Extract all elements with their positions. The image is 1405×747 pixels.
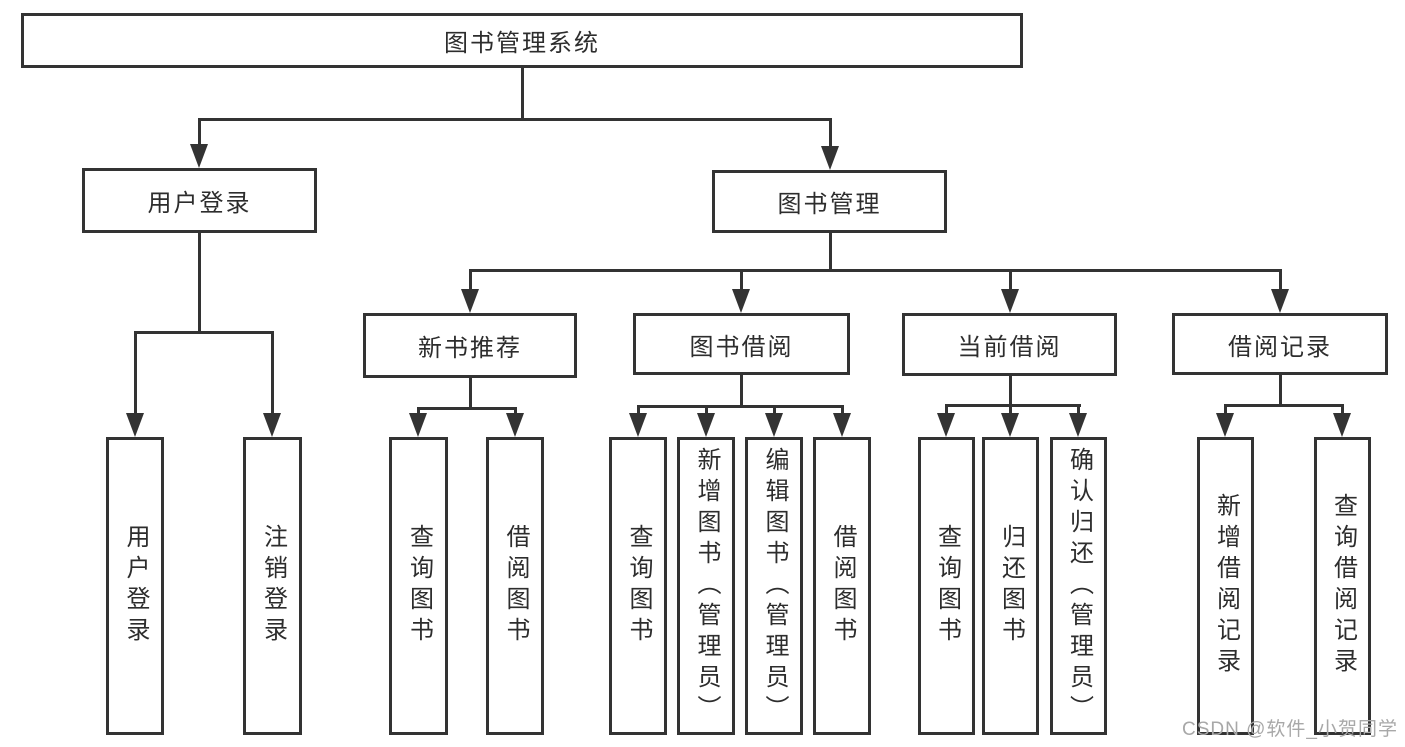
node-book-borrow: 图书借阅 (633, 313, 850, 375)
arrow-down-current-borrow (1001, 289, 1019, 313)
leaf-confirm-return-admin-label: 确认归还（管理员） (1065, 446, 1093, 726)
connector-stem-user-login (198, 118, 201, 146)
arrow-down-leaf-logout (263, 413, 281, 437)
leaf-edit-book-admin-label: 编辑图书（管理员） (761, 446, 788, 726)
connector-group3-bar (945, 404, 1081, 407)
connector-group2-stem-2 (705, 405, 708, 415)
connector-stem-book-mgmt (829, 118, 832, 148)
leaf-borrow-books-1-label: 借阅图书 (502, 524, 529, 648)
node-book-management: 图书管理 (712, 170, 947, 233)
node-user-login-label: 用户登录 (147, 190, 252, 217)
leaf-borrow-books-2-label: 借阅图书 (829, 524, 856, 648)
leaf-user-login: 用户登录 (106, 437, 164, 735)
leaf-query-books-2: 查询图书 (609, 437, 667, 735)
connector-stem-borrow-records (1279, 269, 1282, 291)
connector-stem-leaf-logout (271, 331, 274, 415)
leaf-query-books-1: 查询图书 (389, 437, 448, 735)
connector-group3-stem-1 (945, 404, 948, 415)
leaf-borrow-books-1: 借阅图书 (486, 437, 544, 735)
arrow-down-new-book (461, 289, 479, 313)
connector-group1-stem-1 (417, 407, 420, 415)
node-borrow-records: 借阅记录 (1172, 313, 1388, 375)
connector-group4-stem-2 (1341, 404, 1344, 415)
arrow-down-group3-2 (1001, 413, 1019, 437)
arrow-down-user-login (190, 144, 208, 168)
arrow-down-group2-4 (833, 413, 851, 437)
connector-level3-bar (469, 269, 1282, 272)
leaf-confirm-return-admin: 确认归还（管理员） (1050, 437, 1107, 735)
connector-stem-new-book (469, 269, 472, 291)
node-new-book-recommend: 新书推荐 (363, 313, 577, 378)
connector-group1-bar (417, 407, 517, 410)
node-root: 图书管理系统 (21, 13, 1023, 68)
leaf-add-borrow-record: 新增借阅记录 (1197, 437, 1254, 735)
leaf-edit-book-admin: 编辑图书（管理员） (745, 437, 803, 735)
connector-group4-stem (1279, 373, 1282, 407)
connector-group3-stem-2 (1009, 404, 1012, 415)
connector-group1-stem-2 (514, 407, 517, 415)
connector-group2-bar (637, 405, 844, 408)
node-book-borrow-label: 图书借阅 (689, 333, 794, 361)
connector-user-branch-bar (134, 331, 274, 334)
connector-book-branch-stem (829, 231, 832, 271)
connector-group3-stem (1009, 374, 1012, 407)
arrow-down-group1-1 (409, 413, 427, 437)
leaf-query-books-2-label: 查询图书 (625, 524, 652, 648)
arrow-down-book-borrow (732, 289, 750, 313)
connector-root-stem (521, 66, 524, 120)
leaf-query-borrow-record: 查询借阅记录 (1314, 437, 1371, 735)
connector-stem-leaf-user-login (134, 331, 137, 415)
arrow-down-book-mgmt (821, 146, 839, 170)
leaf-add-borrow-record-label: 新增借阅记录 (1212, 493, 1240, 679)
leaf-query-books-1-label: 查询图书 (405, 524, 433, 648)
arrow-down-group2-3 (765, 413, 783, 437)
leaf-add-book-admin: 新增图书（管理员） (677, 437, 735, 735)
connector-group1-stem (469, 376, 472, 410)
connector-group2-stem-4 (841, 405, 844, 415)
connector-stem-book-borrow (740, 269, 743, 291)
arrow-down-group3-3 (1069, 413, 1087, 437)
watermark-text: CSDN @软件_小贺同学 (1182, 719, 1398, 740)
arrow-down-group2-1 (629, 413, 647, 437)
arrow-down-group1-2 (506, 413, 524, 437)
leaf-logout: 注销登录 (243, 437, 302, 735)
connector-group2-stem-1 (637, 405, 640, 415)
connector-level2-bar (198, 118, 832, 121)
connector-stem-current-borrow (1009, 269, 1012, 291)
connector-group4-stem-1 (1224, 404, 1227, 415)
arrow-down-group4-2 (1333, 413, 1351, 437)
arrow-down-group4-1 (1216, 413, 1234, 437)
node-user-login: 用户登录 (82, 168, 317, 233)
leaf-borrow-books-2: 借阅图书 (813, 437, 871, 735)
connector-group2-stem-3 (773, 405, 776, 415)
node-new-book-recommend-label: 新书推荐 (418, 335, 522, 362)
leaf-query-books-3: 查询图书 (918, 437, 975, 735)
node-root-label: 图书管理系统 (444, 30, 600, 57)
leaf-logout-label: 注销登录 (259, 524, 287, 648)
arrow-down-leaf-user-login (126, 413, 144, 437)
connector-group3-stem-3 (1077, 404, 1080, 415)
arrow-down-borrow-records (1271, 289, 1289, 313)
leaf-return-book: 归还图书 (982, 437, 1039, 735)
arrow-down-group2-2 (697, 413, 715, 437)
connector-group4-bar (1224, 404, 1344, 407)
leaf-user-login-label: 用户登录 (122, 524, 149, 648)
connector-group2-stem (740, 373, 743, 408)
node-borrow-records-label: 借阅记录 (1228, 333, 1332, 361)
connector-user-branch-stem (198, 231, 201, 333)
leaf-return-book-label: 归还图书 (997, 524, 1025, 648)
leaf-add-book-admin-label: 新增图书（管理员） (693, 446, 720, 726)
node-current-borrow-label: 当前借阅 (957, 334, 1062, 361)
node-current-borrow: 当前借阅 (902, 313, 1117, 376)
leaf-query-books-3-label: 查询图书 (933, 524, 961, 648)
arrow-down-group3-1 (937, 413, 955, 437)
node-book-management-label: 图书管理 (777, 191, 882, 218)
leaf-query-borrow-record-label: 查询借阅记录 (1329, 493, 1357, 679)
